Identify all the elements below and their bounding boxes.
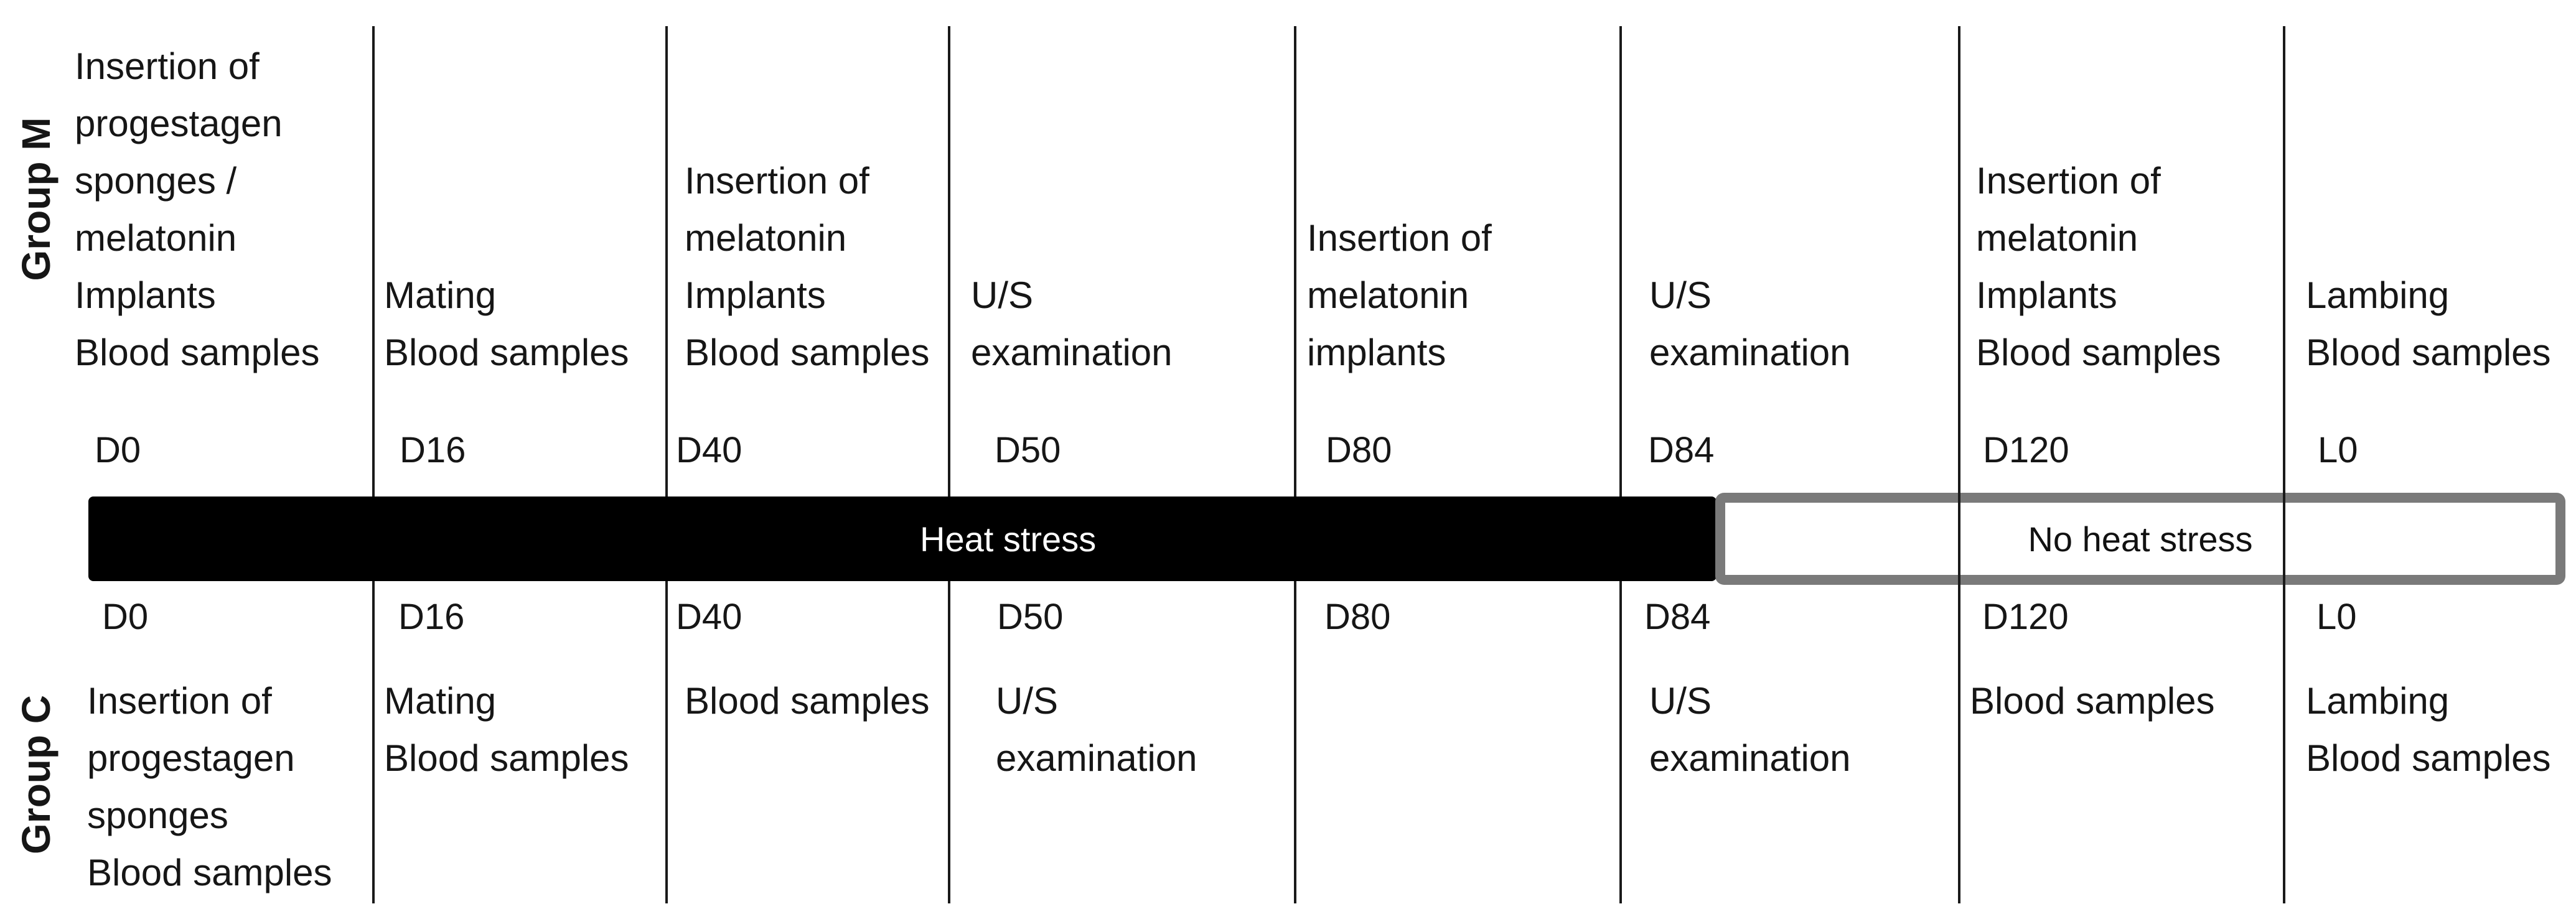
group-m-label: Group M: [14, 117, 59, 281]
group-m-events-d84: U/S examination: [1649, 267, 1851, 381]
timepoint-label-c-d80: D80: [1324, 597, 1391, 637]
timepoint-label-m-d40: D40: [676, 430, 742, 470]
timepoint-label-c-d16: D16: [398, 597, 465, 637]
event-text: examination: [1649, 332, 1851, 373]
event-text: Implants: [1976, 274, 2117, 316]
event-text: Insertion of: [1307, 217, 1492, 259]
column-separator-3: [948, 26, 950, 903]
event-text: Blood samples: [1976, 332, 2221, 373]
timepoint-label-c-d0: D0: [102, 597, 149, 637]
no-heat-stress-bar-label: No heat stress: [2028, 519, 2253, 559]
event-text: Implants: [75, 274, 216, 316]
event-text: Insertion of: [87, 680, 272, 722]
event-text: Blood samples: [685, 680, 930, 722]
event-text: melatonin: [1307, 274, 1469, 316]
event-text: U/S: [971, 274, 1034, 316]
event-text: Lambing: [2306, 680, 2450, 722]
event-text: Blood samples: [2306, 737, 2551, 779]
timepoint-label-m-d16: D16: [400, 430, 466, 470]
group-m-events-d0: Insertion of progestagen sponges / melat…: [75, 38, 320, 381]
group-c-events-d0: Insertion of progestagen sponges Blood s…: [87, 673, 332, 902]
timepoint-label-m-d80: D80: [1326, 430, 1392, 470]
timepoint-label-m-d50: D50: [995, 430, 1061, 470]
event-text: progestagen: [87, 737, 295, 779]
event-text: examination: [1649, 737, 1851, 779]
event-text: Insertion of: [685, 160, 869, 202]
event-text: Insertion of: [75, 45, 260, 87]
timepoint-label-m-l0: L0: [2318, 430, 2358, 470]
timepoint-label-m-d84: D84: [1648, 430, 1715, 470]
event-text: melatonin: [1976, 217, 2138, 259]
no-heat-stress-bar: No heat stress: [1715, 493, 2565, 585]
event-text: Blood samples: [1970, 680, 2215, 722]
event-text: sponges /: [75, 160, 237, 202]
event-text: Mating: [384, 680, 497, 722]
column-separator-5: [1619, 26, 1622, 903]
event-text: examination: [971, 332, 1173, 373]
group-m-events-d120: Insertion of melatonin Implants Blood sa…: [1976, 152, 2221, 381]
event-text: melatonin: [685, 217, 847, 259]
event-text: progestagen: [75, 103, 283, 144]
timepoint-label-c-d84: D84: [1644, 597, 1711, 637]
event-text: Blood samples: [384, 332, 629, 373]
event-text: sponges: [87, 795, 228, 836]
heat-stress-bar-label: Heat stress: [920, 519, 1097, 559]
event-text: U/S: [1649, 274, 1712, 316]
timepoint-label-c-d120: D120: [1982, 597, 2069, 637]
event-text: Blood samples: [75, 332, 320, 373]
event-text: Blood samples: [685, 332, 930, 373]
group-c-events-l0: Lambing Blood samples: [2306, 673, 2551, 787]
timepoint-label-c-l0: L0: [2316, 597, 2357, 637]
timepoint-label-m-d120: D120: [1983, 430, 2069, 470]
timepoint-label-m-d0: D0: [95, 430, 141, 470]
column-separator-2: [665, 26, 668, 903]
event-text: Mating: [384, 274, 497, 316]
group-c-events-d40: Blood samples: [685, 673, 930, 730]
group-c-label: Group C: [14, 695, 59, 854]
event-text: Implants: [685, 274, 826, 316]
group-m-events-d16: Mating Blood samples: [384, 267, 629, 381]
event-text: Blood samples: [384, 737, 629, 779]
event-text: examination: [996, 737, 1197, 779]
timepoint-label-c-d50: D50: [997, 597, 1064, 637]
event-text: Blood samples: [2306, 332, 2551, 373]
event-text: Blood samples: [87, 852, 332, 893]
event-text: Lambing: [2306, 274, 2450, 316]
column-separator-1: [372, 26, 375, 903]
group-m-events-d50: U/S examination: [971, 267, 1173, 381]
event-text: U/S: [1649, 680, 1712, 722]
group-c-events-d120: Blood samples: [1970, 673, 2215, 730]
group-m-events-l0: Lambing Blood samples: [2306, 267, 2551, 381]
event-text: U/S: [996, 680, 1059, 722]
group-c-events-d84: U/S examination: [1649, 673, 1851, 787]
event-text: Insertion of: [1976, 160, 2161, 202]
column-separator-6: [1958, 26, 1960, 903]
group-m-events-d40: Insertion of melatonin Implants Blood sa…: [685, 152, 930, 381]
group-c-events-d16: Mating Blood samples: [384, 673, 629, 787]
group-m-events-d80: Insertion of melatonin implants: [1307, 210, 1492, 381]
event-text: implants: [1307, 332, 1446, 373]
timepoint-label-c-d40: D40: [676, 597, 742, 637]
heat-stress-bar: Heat stress: [88, 496, 1717, 581]
column-separator-4: [1294, 26, 1296, 903]
column-separator-7: [2283, 26, 2285, 903]
event-text: melatonin: [75, 217, 237, 259]
group-c-events-d50: U/S examination: [996, 673, 1197, 787]
